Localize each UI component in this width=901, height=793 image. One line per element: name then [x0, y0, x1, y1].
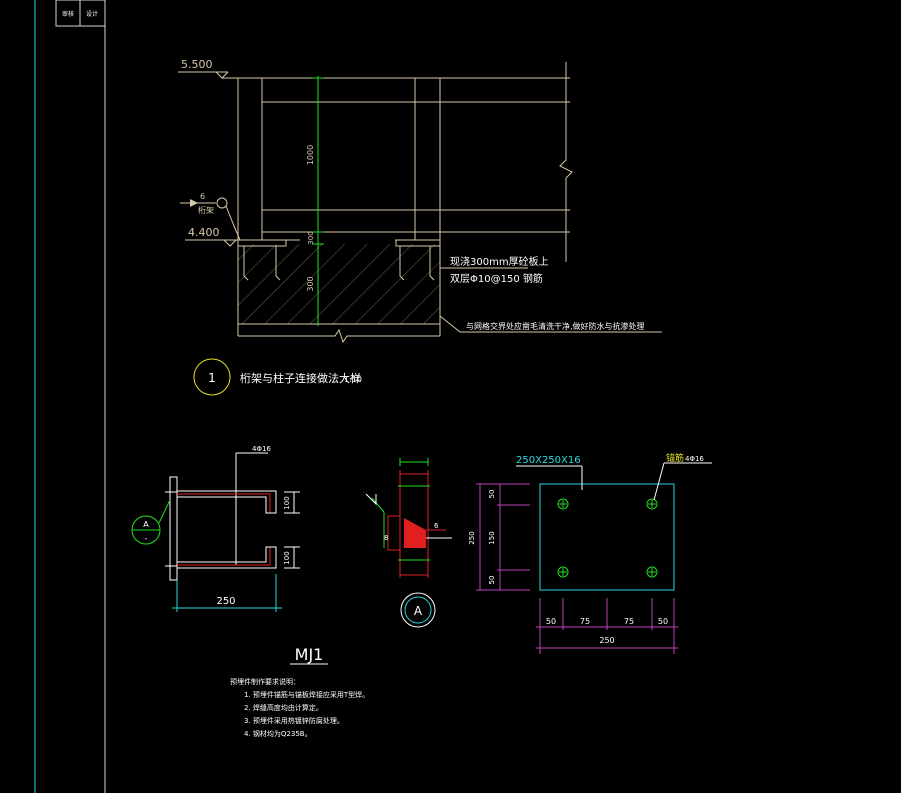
dim-300-upper: 300: [307, 231, 315, 244]
concrete-foundation: [237, 239, 441, 344]
truss-frame: [236, 62, 573, 262]
elevation-top-label: 5.500: [181, 58, 213, 71]
grid-ref-text: 桁架: [198, 205, 214, 215]
title-block: 审核 设计: [34, 0, 106, 793]
weld-callout-letter: A: [414, 604, 423, 618]
mj1-name: MJ1: [295, 645, 324, 664]
fabrication-notes: 预埋件制作要求说明： 1. 预埋件锚筋与锚板焊接应采用T型焊。 2. 焊缝高度均…: [230, 677, 369, 738]
weld-label-a: 8: [384, 534, 388, 542]
elevation-bottom-label: 4.400: [188, 226, 220, 239]
interface-note: 与网格交界处应凿毛清洗干净,做好防水与抗渗处理: [439, 315, 662, 333]
plate-dim-h-total: 250: [599, 636, 614, 645]
truss-column-section: 5.500 4.400: [178, 58, 662, 396]
notes-item-2: 2. 焊缝高度均由计算定。: [244, 703, 323, 712]
slab-note: 现浇300mm厚砼板上 双层Φ10@150 钢筋: [440, 255, 549, 285]
anchor-label: 锚筋: [666, 452, 684, 464]
plate-dim-h-1: 50: [546, 617, 556, 626]
notes-item-4: 4. 钢材均为Q235B。: [244, 729, 312, 738]
title-block-cell-2: 设计: [86, 10, 98, 18]
slab-note-line-2: 双层Φ10@150 钢筋: [450, 272, 543, 285]
plate-plan: 250X250X16 锚筋 4Φ16 50 150 50 250 50 7: [468, 452, 712, 654]
notes-item-3: 3. 预埋件采用热镀锌防腐处理。: [244, 716, 344, 725]
notes-item-1: 1. 预埋件锚筋与锚板焊接应采用T型焊。: [244, 690, 369, 699]
detail-number: 1: [208, 371, 216, 385]
dim-300-foundation: 300: [306, 276, 315, 291]
mj1-callout-sub: -: [145, 534, 148, 543]
title-block-cell-1: 审核: [62, 10, 74, 18]
mj1-dim-width: 250: [216, 596, 235, 607]
mj1-dim-bottom: 100: [283, 551, 291, 564]
detail-title-text: 桁架与柱子连接做法大样: [240, 371, 361, 385]
interface-note-text: 与网格交界处应凿毛清洗干净,做好防水与抗渗处理: [466, 321, 645, 331]
weld-detail-a: 8 6 A: [365, 458, 452, 628]
vertical-dimension-line: 1000 300 300: [306, 76, 324, 326]
anchor-holes: [557, 498, 658, 578]
elevation-mark-top: 5.500: [178, 58, 570, 79]
weld-label-b: 6: [434, 522, 439, 530]
plate-dim-v-2: 150: [488, 531, 496, 544]
plate-dim-v-total: 250: [468, 531, 476, 544]
mj1-callout-letter: A: [143, 520, 149, 529]
plate-dim-v-1: 50: [488, 490, 496, 499]
grid-ref-number: 6: [200, 192, 205, 201]
mj1-rebar-label: 4Φ16: [252, 445, 271, 453]
plate-dim-h-2: 75: [580, 617, 590, 626]
anchor-spec: 4Φ16: [685, 455, 704, 463]
dim-1000: 1000: [306, 145, 315, 165]
notes-heading: 预埋件制作要求说明：: [230, 677, 300, 686]
plate-dim-v-3: 50: [488, 576, 496, 585]
detail-title: 1 桁架与柱子连接做法大样 1:10: [193, 358, 362, 396]
plate-dim-h-4: 50: [658, 617, 668, 626]
elevation-mark-bottom: 4.400: [185, 226, 237, 247]
mj1-dim-top: 100: [283, 496, 291, 509]
detail-scale: 1:10: [344, 375, 362, 384]
plate-dim-h-3: 75: [624, 617, 634, 626]
embed-part-mj1: 4Φ16 100 100 250: [131, 445, 328, 665]
plate-label: 250X250X16: [516, 455, 581, 466]
truss-reference-callout: 6 桁架: [180, 192, 241, 241]
slab-note-line-1: 现浇300mm厚砼板上: [450, 255, 549, 268]
